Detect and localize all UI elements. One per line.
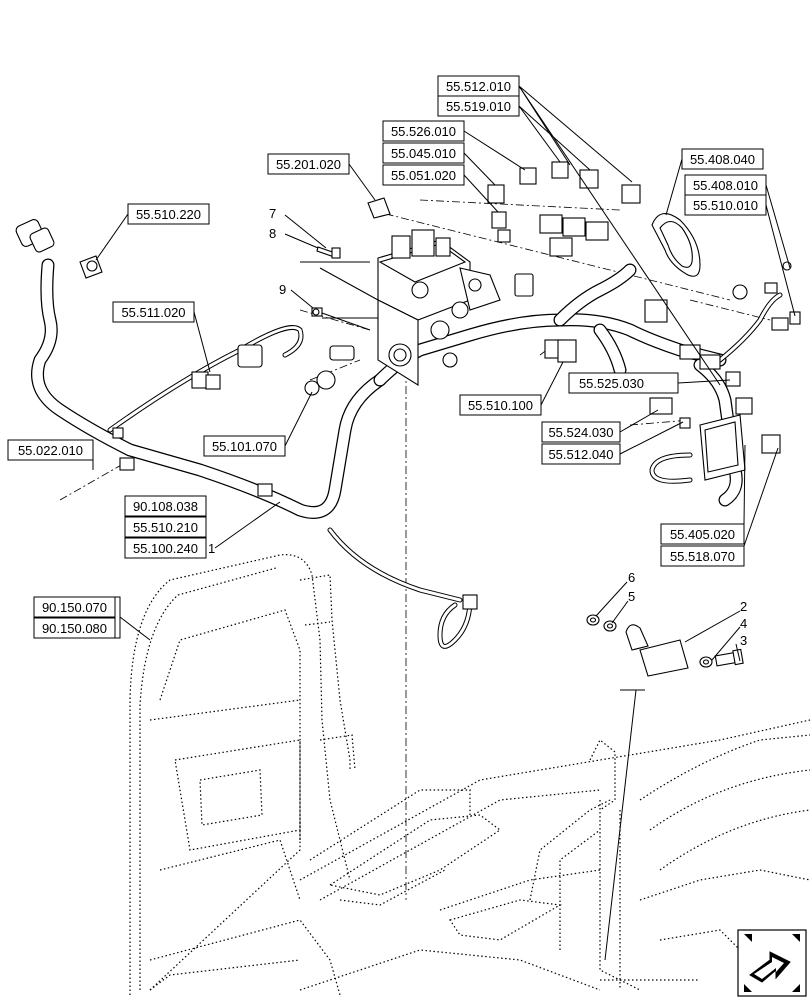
ref-55-526-010[interactable]: 55.526.010	[382, 120, 465, 142]
ref-55-045-010[interactable]: 55.045.010	[382, 142, 465, 164]
item-3: 3	[740, 633, 747, 648]
svg-text:55.519.010: 55.519.010	[446, 99, 511, 114]
svg-text:55.510.100: 55.510.100	[468, 398, 533, 413]
ref-90-150-080[interactable]: 90.150.080	[33, 617, 116, 639]
svg-text:90.150.080: 90.150.080	[42, 621, 107, 636]
item-1: 1	[208, 541, 215, 556]
svg-text:55.526.010: 55.526.010	[391, 124, 456, 139]
svg-text:55.100.240: 55.100.240	[133, 541, 198, 556]
ref-55-511-020[interactable]: 55.511.020	[112, 301, 195, 323]
item-2: 2	[740, 599, 747, 614]
ref-55-101-070[interactable]: 55.101.070	[203, 435, 286, 457]
ref-90-150-070[interactable]: 90.150.070	[33, 596, 116, 618]
cab-structure	[129, 554, 811, 996]
ref-55-512-010[interactable]: 55.512.010	[437, 75, 520, 97]
svg-text:55.022.010: 55.022.010	[18, 443, 83, 458]
ref-55-510-220[interactable]: 55.510.220	[127, 203, 210, 225]
svg-text:55.525.030: 55.525.030	[579, 376, 644, 391]
svg-text:55.518.070: 55.518.070	[670, 549, 735, 564]
svg-text:55.201.020: 55.201.020	[276, 157, 341, 172]
ref-55-510-100[interactable]: 55.510.100	[459, 394, 542, 416]
svg-text:55.524.030: 55.524.030	[548, 425, 613, 440]
item-7: 7	[269, 206, 276, 221]
svg-text:55.408.010: 55.408.010	[693, 178, 758, 193]
item-9: 9	[279, 282, 286, 297]
svg-text:90.150.070: 90.150.070	[42, 600, 107, 615]
svg-text:55.101.070: 55.101.070	[212, 439, 277, 454]
svg-text:55.511.020: 55.511.020	[121, 305, 185, 320]
ref-55-100-240[interactable]: 55.100.240	[124, 537, 207, 559]
item-numbers: 1 2 3 4 5 6 7 8 9	[208, 206, 747, 648]
ref-55-525-030[interactable]: 55.525.030	[568, 372, 679, 394]
ref-90-108-038[interactable]: 90.108.038	[124, 495, 207, 517]
ref-55-510-010[interactable]: 55.510.010	[684, 194, 767, 216]
svg-text:55.051.020: 55.051.020	[391, 168, 456, 183]
svg-text:55.512.040: 55.512.040	[548, 447, 613, 462]
svg-text:90.108.038: 90.108.038	[133, 499, 198, 514]
ref-55-022-010[interactable]: 55.022.010	[7, 439, 94, 461]
svg-text:55.512.010: 55.512.010	[446, 79, 511, 94]
hardware	[311, 246, 744, 677]
ref-55-510-210[interactable]: 55.510.210	[124, 516, 207, 538]
item-6: 6	[628, 570, 635, 585]
item-4: 4	[740, 616, 747, 631]
ref-55-524-030[interactable]: 55.524.030	[541, 421, 621, 443]
ref-55-408-010[interactable]: 55.408.010	[684, 174, 767, 196]
ref-55-408-040[interactable]: 55.408.040	[681, 148, 764, 170]
ref-55-518-070[interactable]: 55.518.070	[660, 545, 745, 567]
item-5: 5	[628, 589, 635, 604]
svg-text:55.510.220: 55.510.220	[136, 207, 201, 222]
svg-text:55.408.040: 55.408.040	[690, 152, 755, 167]
reference-labels: 55.512.010 55.519.010 55.526.010 55.045.…	[7, 75, 767, 641]
svg-text:55.045.010: 55.045.010	[391, 146, 456, 161]
svg-text:55.510.010: 55.510.010	[693, 198, 758, 213]
svg-text:55.510.210: 55.510.210	[133, 520, 198, 535]
ref-55-512-040[interactable]: 55.512.040	[541, 443, 621, 465]
next-page-arrow-icon[interactable]	[737, 929, 807, 997]
item-8: 8	[269, 226, 276, 241]
ref-55-201-020[interactable]: 55.201.020	[267, 153, 350, 175]
fuse-box-assembly	[377, 229, 566, 386]
svg-text:55.405.020: 55.405.020	[670, 527, 735, 542]
leader-lines	[92, 85, 796, 961]
ref-55-519-010[interactable]: 55.519.010	[437, 95, 520, 117]
ref-55-051-020[interactable]: 55.051.020	[382, 164, 465, 186]
ref-55-405-020[interactable]: 55.405.020	[660, 523, 745, 545]
